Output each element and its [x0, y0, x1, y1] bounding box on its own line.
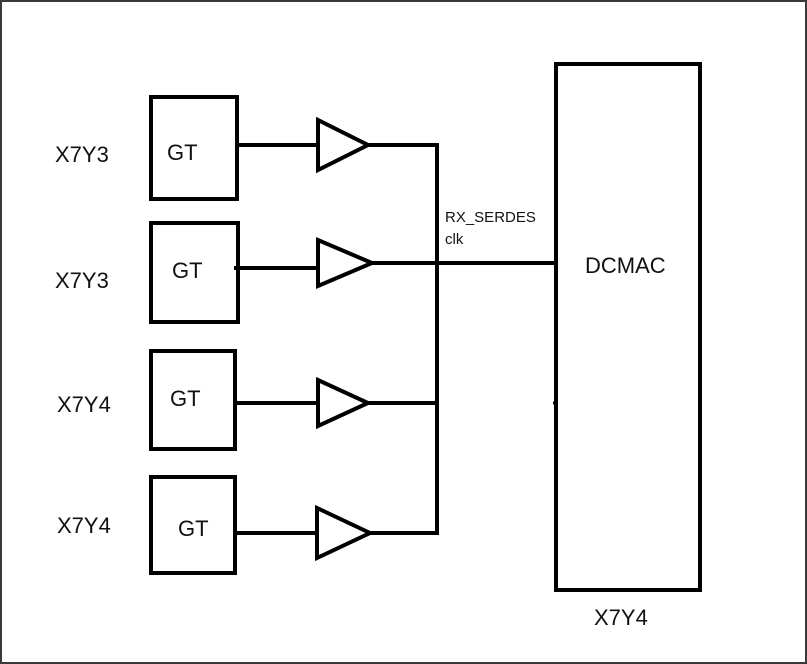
signal-label-line1: RX_SERDES — [445, 209, 536, 226]
gt-row: X7Y3 GT — [55, 221, 555, 324]
gt-row: X7Y4 GT — [57, 475, 438, 575]
dcmac-label: DCMAC — [585, 253, 666, 278]
gt-row: X7Y3 GT — [55, 95, 438, 201]
gt-box — [149, 349, 237, 451]
gt-box — [149, 95, 239, 201]
site-label: X7Y4 — [57, 392, 111, 417]
site-label: X7Y3 — [55, 268, 109, 293]
buffer-triangle — [315, 504, 375, 562]
site-label: X7Y3 — [55, 142, 109, 167]
gt-label: GT — [178, 516, 209, 541]
signal-label-line2: clk — [445, 231, 464, 248]
gt-box — [149, 475, 237, 575]
gt-label: GT — [170, 386, 201, 411]
gt-row: X7Y4 GT — [57, 349, 438, 451]
gt-box — [149, 221, 240, 324]
site-label: X7Y4 — [57, 513, 111, 538]
gt-label: GT — [172, 258, 203, 283]
buffer-triangle — [316, 376, 373, 430]
buffer-triangle — [316, 236, 378, 290]
buffer-triangle — [316, 116, 373, 174]
gt-label: GT — [167, 140, 198, 165]
dcmac-block — [554, 62, 702, 592]
dcmac-site-label: X7Y4 — [594, 605, 648, 630]
